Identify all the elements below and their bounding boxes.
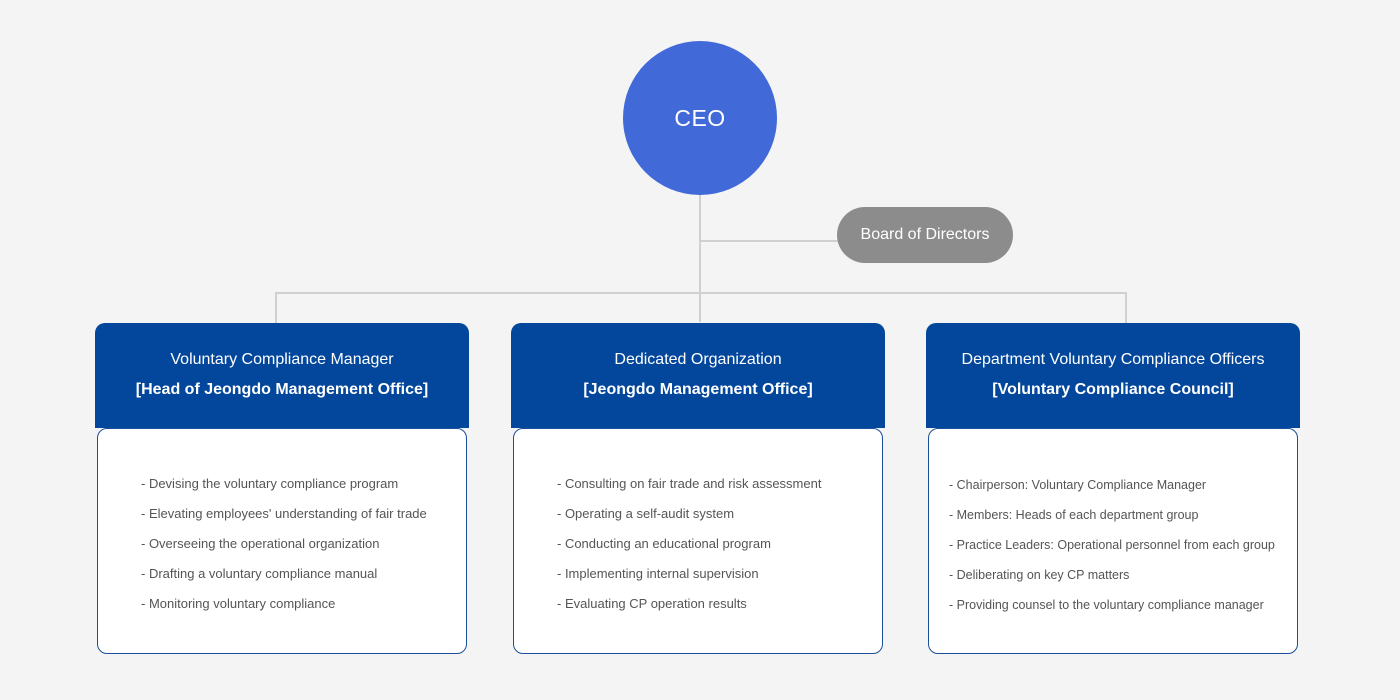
list-item: - Implementing internal supervision — [557, 565, 759, 581]
list-item: - Deliberating on key CP matters — [949, 567, 1130, 582]
connector-board-branch — [699, 240, 839, 242]
connector-drop-right — [1125, 292, 1127, 323]
list-item: - Members: Heads of each department grou… — [949, 507, 1199, 522]
card-dedicated-organization[interactable]: Dedicated Organization [Jeongdo Manageme… — [511, 323, 885, 654]
list-item: - Monitoring voluntary compliance — [141, 595, 336, 611]
card-subtitle: [Jeongdo Management Office] — [583, 381, 813, 399]
responsibility-list: - Chairperson: Voluntary Compliance Mana… — [929, 470, 1297, 620]
node-ceo[interactable]: CEO — [623, 41, 777, 195]
list-item: - Drafting a voluntary compliance manual — [141, 565, 378, 581]
connector-ceo-trunk — [699, 190, 701, 322]
list-item: - Chairperson: Voluntary Compliance Mana… — [949, 477, 1207, 492]
list-item: - Providing counsel to the voluntary com… — [949, 597, 1264, 612]
list-item: - Operating a self-audit system — [557, 505, 735, 521]
board-of-directors-label: Board of Directors — [860, 226, 990, 243]
connector-drop-left — [275, 292, 277, 323]
card-header: Voluntary Compliance Manager [Head of Je… — [95, 323, 469, 428]
card-title: Voluntary Compliance Manager — [170, 351, 394, 368]
card-header: Dedicated Organization [Jeongdo Manageme… — [511, 323, 885, 428]
card-body: - Devising the voluntary compliance prog… — [97, 427, 467, 654]
node-board-of-directors[interactable]: Board of Directors — [837, 207, 1013, 263]
card-header: Department Voluntary Compliance Officers… — [926, 323, 1300, 428]
responsibility-list: - Consulting on fair trade and risk asse… — [514, 469, 882, 619]
ceo-label: CEO — [674, 104, 726, 131]
card-body: - Chairperson: Voluntary Compliance Mana… — [928, 427, 1298, 654]
list-item: - Overseeing the operational organizatio… — [141, 535, 380, 551]
card-voluntary-compliance-manager[interactable]: Voluntary Compliance Manager [Head of Je… — [95, 323, 469, 654]
card-subtitle: [Head of Jeongdo Management Office] — [135, 381, 429, 399]
card-title: Dedicated Organization — [614, 351, 782, 368]
list-item: - Evaluating CP operation results — [557, 595, 747, 611]
responsibility-list: - Devising the voluntary compliance prog… — [98, 469, 466, 619]
list-item: - Conducting an educational program — [557, 535, 771, 551]
card-subtitle: [Voluntary Compliance Council] — [992, 381, 1234, 399]
list-item: - Elevating employees' understanding of … — [141, 505, 427, 521]
list-item: - Devising the voluntary compliance prog… — [141, 475, 399, 491]
card-department-voluntary-compliance-officers[interactable]: Department Voluntary Compliance Officers… — [926, 323, 1300, 654]
list-item: - Consulting on fair trade and risk asse… — [557, 475, 822, 491]
list-item: - Practice Leaders: Operational personne… — [949, 537, 1275, 552]
connector-horizontal-bus — [276, 292, 1127, 294]
card-title: Department Voluntary Compliance Officers — [961, 351, 1265, 368]
card-body: - Consulting on fair trade and risk asse… — [513, 427, 883, 654]
